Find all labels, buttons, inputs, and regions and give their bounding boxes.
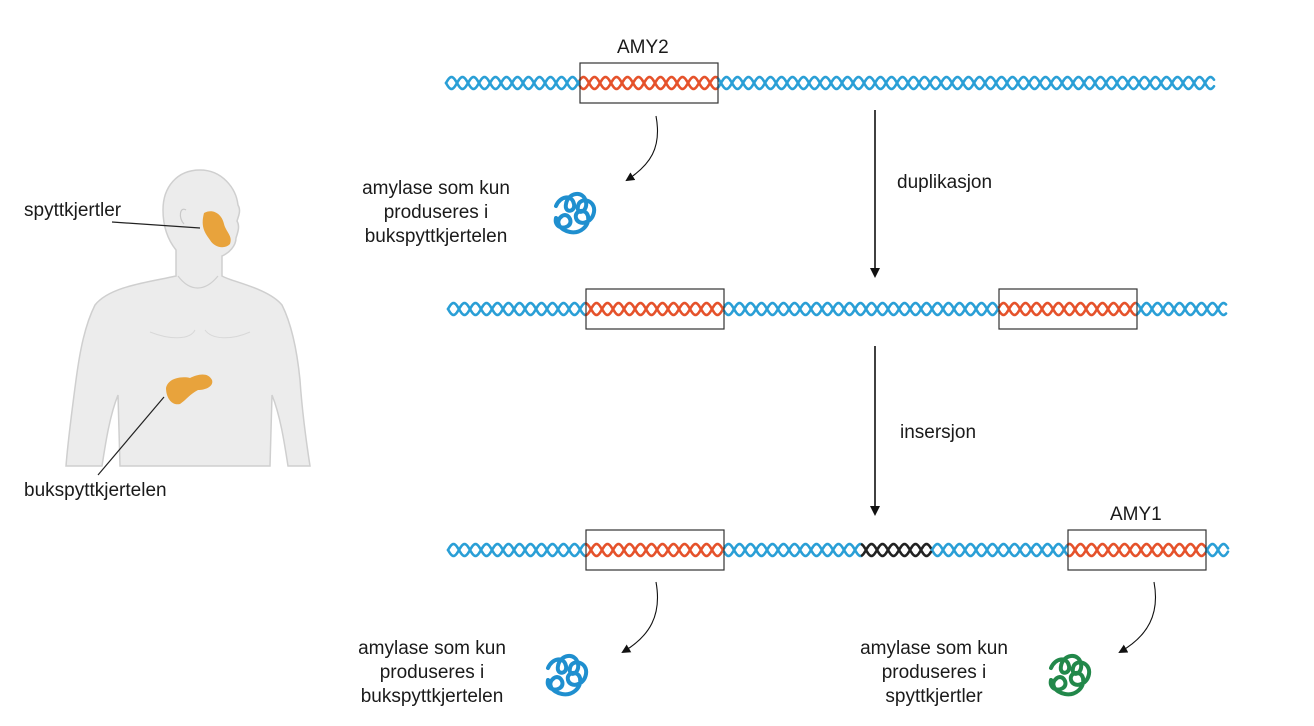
protein-text-line: bukspyttkjertelen (364, 226, 508, 247)
protein-text-line: produseres i (881, 662, 987, 683)
expression-arrow-bottom-right (1118, 581, 1157, 653)
protein-icon-pancreas-top (553, 192, 597, 235)
dna-helix-strand (584, 542, 725, 558)
dna-helix-strand (1204, 542, 1230, 558)
dna-helix-strand (578, 75, 719, 91)
dna-helix-strand (997, 301, 1138, 317)
duplication-label: duplikasjon (897, 172, 993, 193)
amy1-gene-box (1067, 529, 1207, 571)
protein-text-bottom-left: amylase som kun produseres i bukspyttkje… (334, 637, 530, 709)
human-figure (65, 169, 311, 476)
pancreas-pointer-line (97, 396, 165, 476)
protein-icon-pancreas-bottom (545, 654, 589, 697)
ear-icon (179, 208, 187, 225)
dna-helix-strand (446, 301, 587, 317)
bottom-gene-box-left (585, 529, 725, 571)
dna-strand-middle (446, 301, 1228, 317)
dna-helix-strand (584, 542, 725, 558)
salivary-gland-icon (202, 211, 231, 248)
expression-arrow-top (625, 115, 658, 182)
dna-helix-strand (1135, 301, 1228, 317)
dna-helix-strand (930, 542, 1069, 558)
expression-arrow-bottom-left (621, 581, 659, 654)
dna-helix-strand (860, 542, 933, 558)
dna-helix-strand (716, 75, 1216, 91)
dna-helix-strand (722, 542, 863, 558)
protein-icon-saliva (1048, 654, 1092, 697)
pancreas-label: bukspyttkjertelen (24, 480, 167, 501)
dna-helix-strand (584, 301, 725, 317)
dna-helix-strand (584, 301, 725, 317)
dna-helix-strand (722, 301, 1000, 317)
protein-text-line: produseres i (379, 662, 485, 683)
dna-helix-strand (444, 75, 581, 91)
dna-helix-strand (578, 75, 719, 91)
dna-helix-strand (446, 542, 587, 558)
dna-helix-strand (1066, 542, 1207, 558)
protein-text-line: amylase som kun (358, 638, 506, 659)
dna-helix-strand (1066, 542, 1207, 558)
amy1-label: AMY1 (1110, 504, 1162, 525)
dna-helix-strand (722, 301, 1000, 317)
amy2-label: AMY2 (617, 37, 669, 58)
protein-text-line: spyttkjertler (885, 686, 983, 707)
protein-text-line: amylase som kun (860, 638, 1008, 659)
dna-helix-strand (1204, 542, 1230, 558)
dna-helix-strand (997, 301, 1138, 317)
dna-strand-bottom (446, 542, 1230, 558)
duplicated-gene-box-right (998, 288, 1138, 330)
dna-helix-strand (860, 542, 933, 558)
dna-helix-strand (446, 301, 587, 317)
duplicated-gene-box-left (585, 288, 725, 330)
protein-text-line: amylase som kun (362, 178, 510, 199)
dna-helix-strand (446, 542, 587, 558)
protein-text-line: bukspyttkjertelen (360, 686, 504, 707)
protein-text-bottom-right: amylase som kun produseres i spyttkjertl… (846, 637, 1022, 709)
insertion-label: insersjon (900, 422, 977, 443)
amy2-gene-box (579, 62, 719, 104)
pancreas-icon (166, 374, 213, 405)
dna-helix-strand (716, 75, 1216, 91)
dna-strand-top (444, 75, 1216, 91)
body-outline (65, 169, 311, 467)
protein-text-top: amylase som kun produseres i bukspyttkje… (338, 177, 534, 249)
dna-helix-strand (722, 542, 863, 558)
protein-text-line: produseres i (383, 202, 489, 223)
salivary-glands-label: spyttkjertler (24, 200, 122, 221)
salivary-pointer-line (111, 221, 201, 229)
